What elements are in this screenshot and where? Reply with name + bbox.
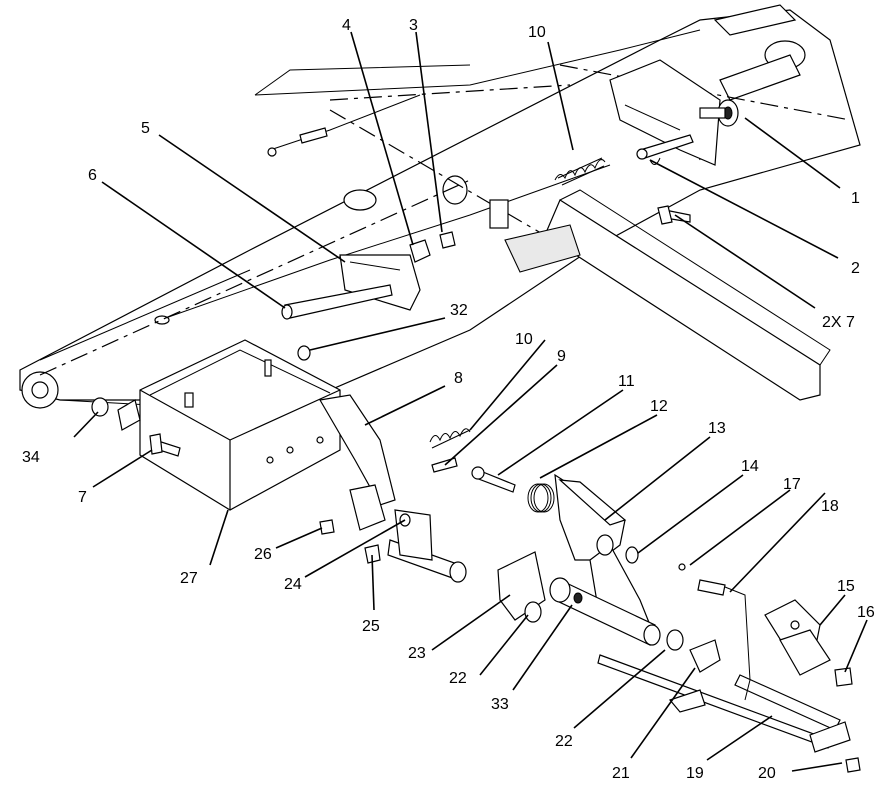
lock-nut [834,667,853,687]
link-plate [668,639,721,713]
callout-13: 13 [708,420,726,437]
pedal-bracket [319,394,396,531]
callout-7: 7 [78,489,87,506]
pin [431,457,458,473]
cable [267,94,421,157]
pivot-bracket [609,59,739,166]
callout-22-left: 22 [449,670,467,687]
callout-19: 19 [686,765,704,782]
callout-2: 2 [851,260,860,277]
callout-2x7: 2X 7 [822,314,855,331]
spacer-left [524,601,542,623]
pedal-shaft [549,577,661,646]
callout-21: 21 [612,765,630,782]
callout-15: 15 [837,578,855,595]
pivot-bolt [471,466,516,493]
decal-plate [489,199,581,273]
cross-member [544,189,831,401]
spring-upper [554,157,606,186]
callout-32: 32 [450,302,468,319]
callout-24: 24 [284,576,302,593]
callout-17: 17 [783,476,801,493]
spacer-right [666,629,684,651]
nut [319,519,335,535]
clevis-pin [636,134,694,165]
callout-1: 1 [851,190,860,207]
callout-22-right: 22 [555,733,573,750]
callout-10-top: 10 [528,24,546,41]
bolt [149,433,181,457]
cotter-pin [678,563,686,571]
mount-bracket [364,509,433,564]
callout-12: 12 [650,398,668,415]
control-box [117,339,341,511]
callout-23: 23 [408,645,426,662]
bracket-pair [764,599,831,676]
bushing [625,546,639,564]
callout-20: 20 [758,765,776,782]
bolt-20 [845,757,861,773]
callout-18: 18 [821,498,839,515]
callout-3: 3 [409,17,418,34]
leader-lines [73,31,868,772]
callout-labels: 1 2 2X 7 3 4 5 6 7 8 9 10 10 11 12 13 14… [22,17,875,782]
callout-8: 8 [454,370,463,387]
callout-27: 27 [180,570,198,587]
callout-26: 26 [254,546,272,563]
callout-9: 9 [557,348,566,365]
callout-16: 16 [857,604,875,621]
callout-11: 11 [618,373,635,390]
torsion-spring [527,483,555,513]
washer [297,345,311,361]
nuts [409,231,456,263]
callout-33: 33 [491,696,509,713]
callout-5: 5 [141,120,150,137]
callout-6: 6 [88,167,97,184]
callout-10-lower: 10 [515,331,533,348]
long-rod [597,654,851,753]
callout-14: 14 [741,458,759,475]
callout-4: 4 [342,17,351,34]
spring-lower [429,428,471,449]
callout-25: 25 [362,618,380,635]
cable-bracket [339,254,421,311]
spacer [91,397,109,417]
callout-34: 34 [22,449,40,466]
